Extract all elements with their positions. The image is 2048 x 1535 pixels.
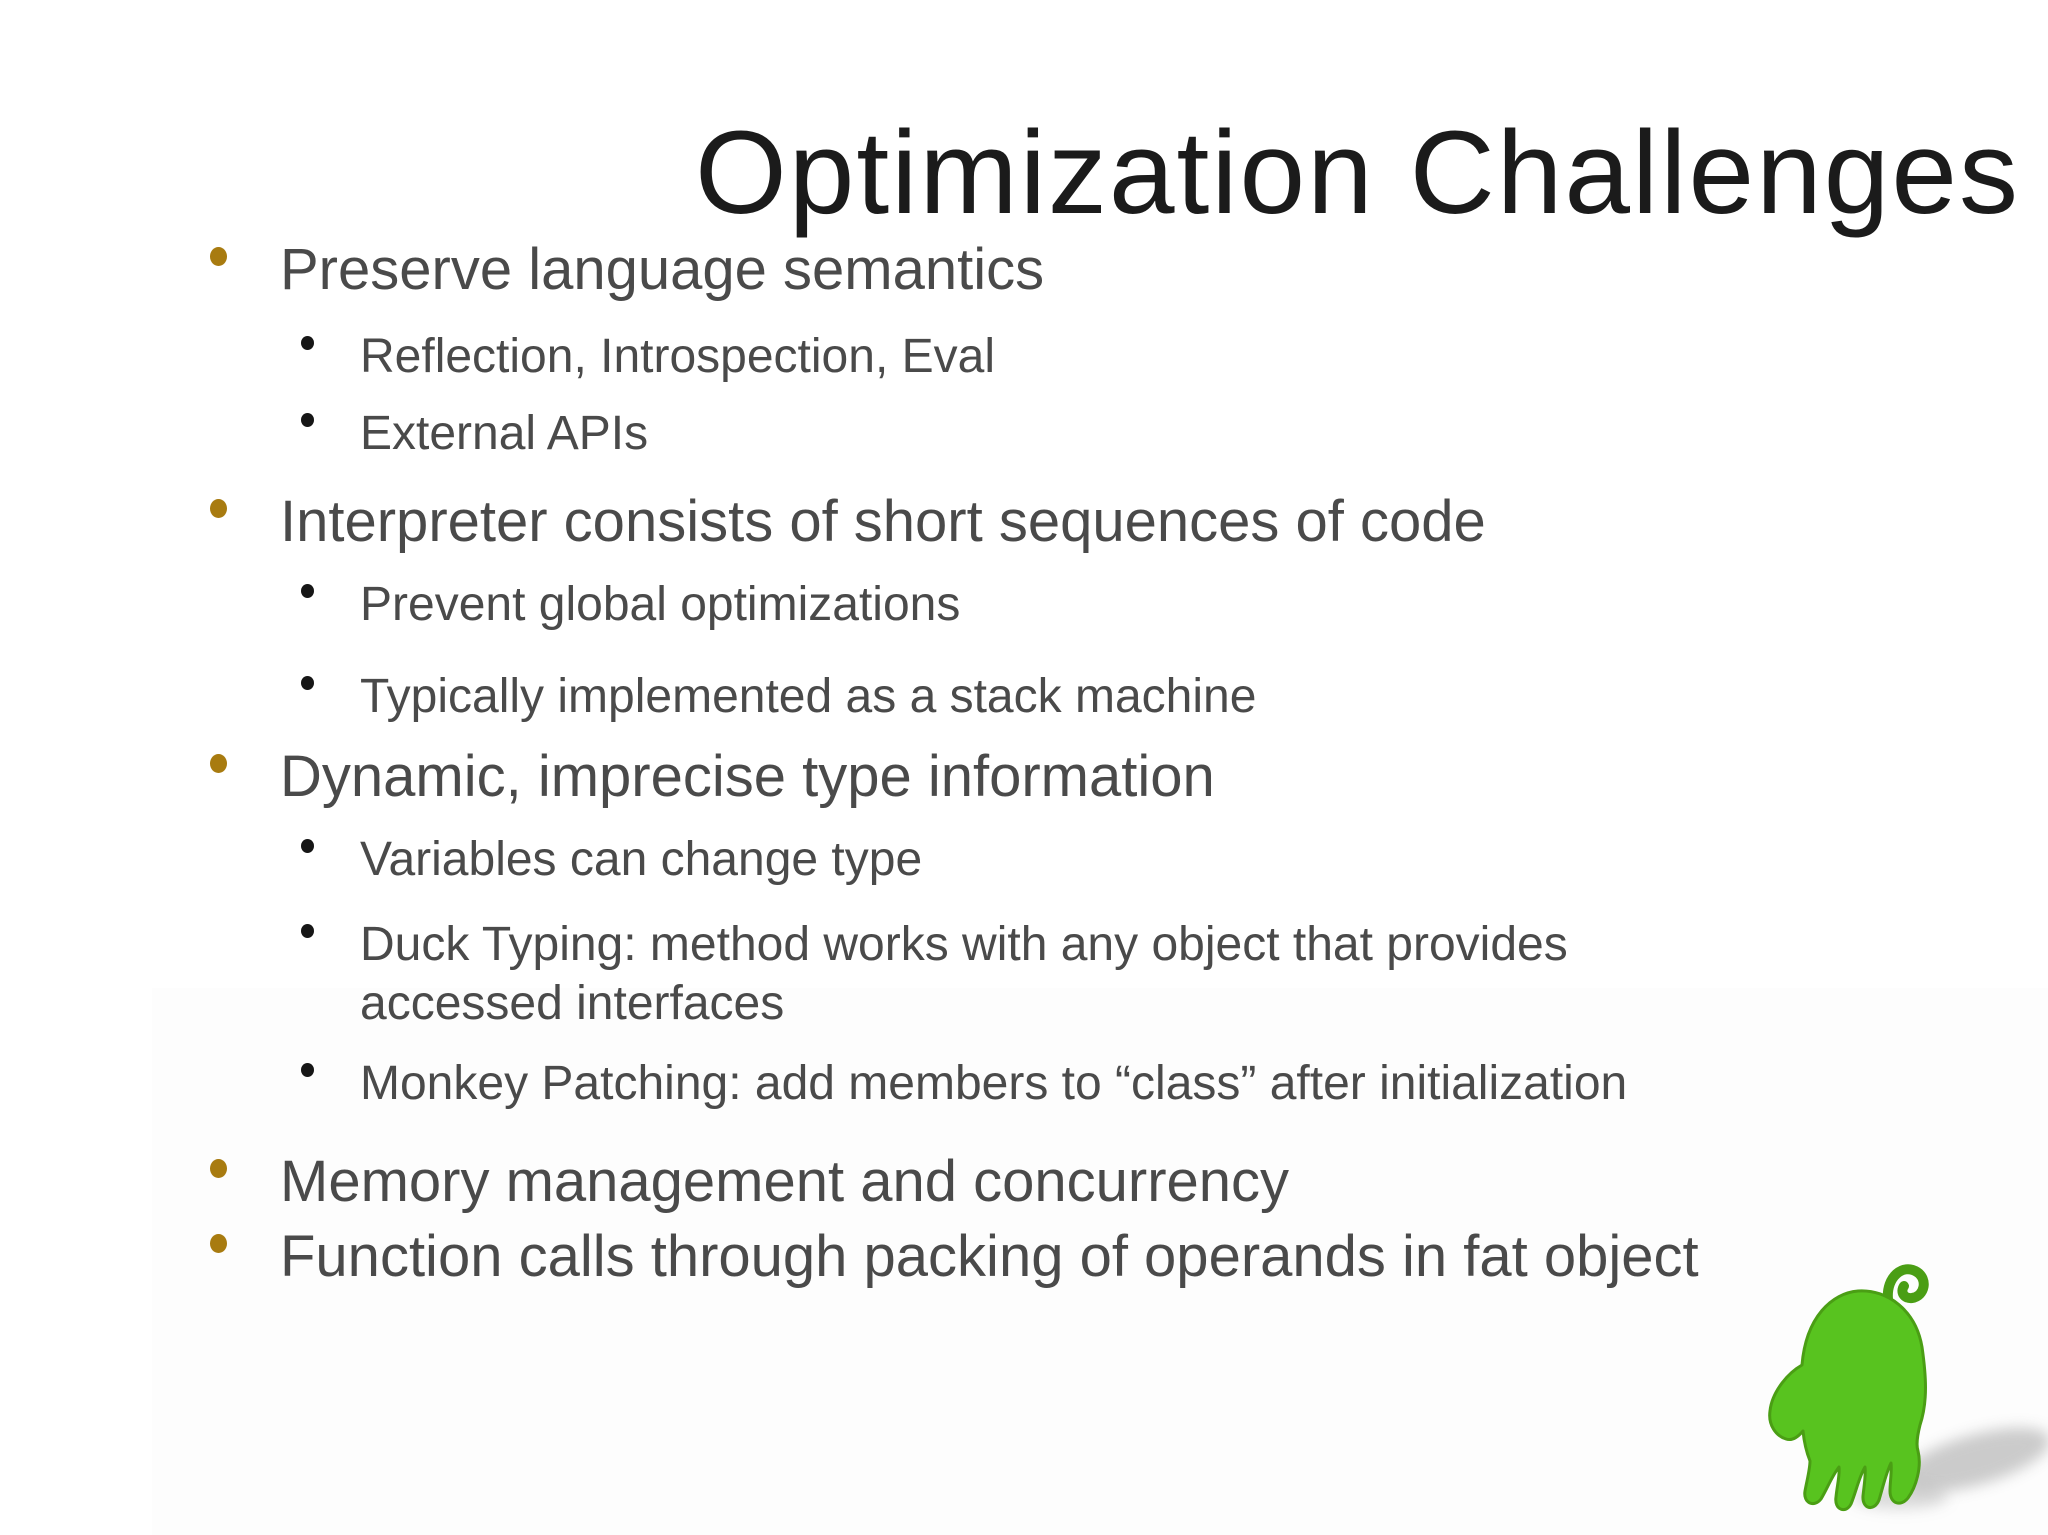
bullet-text: Memory management and concurrency — [280, 1149, 1290, 1214]
bullet-item: Interpreter consists of short sequences … — [210, 489, 1486, 556]
bullet-dot-icon — [301, 839, 314, 853]
bullet-item: Reflection, Introspection, Eval — [301, 327, 995, 386]
bullet-dot-icon — [301, 676, 314, 690]
bullet-item: Monkey Patching: add members to “class” … — [301, 1054, 1628, 1113]
bullet-text: Function calls through packing of operan… — [280, 1224, 1699, 1289]
bullet-text: Preserve language semantics — [280, 237, 1045, 302]
bullet-dot-gold-icon — [210, 1159, 227, 1178]
mascot-body — [1768, 1289, 1927, 1512]
bullet-item: Preserve language semantics — [210, 237, 1045, 304]
bullet-item: Variables can change type — [301, 830, 923, 889]
bullet-dot-icon — [301, 584, 314, 598]
bullet-dot-gold-icon — [210, 247, 227, 266]
bullet-text: Dynamic, imprecise type information — [280, 744, 1215, 809]
bullet-text: Duck Typing: method works with any objec… — [360, 918, 1568, 1030]
bullet-item: Memory management and concurrency — [210, 1149, 1290, 1216]
bullet-text: Interpreter consists of short sequences … — [280, 489, 1486, 554]
bullet-item: Dynamic, imprecise type information — [210, 744, 1215, 811]
bullet-dot-gold-icon — [210, 754, 227, 773]
bullet-item: Prevent global optimizations — [301, 575, 961, 634]
bullet-item: External APIs — [301, 404, 649, 463]
bullet-dot-icon — [301, 413, 314, 427]
bullet-text: Reflection, Introspection, Eval — [360, 330, 995, 383]
bullet-text: Monkey Patching: add members to “class” … — [360, 1057, 1628, 1110]
bullet-text: Typically implemented as a stack machine — [360, 670, 1257, 723]
bullet-text: Prevent global optimizations — [360, 578, 961, 631]
bullet-dot-gold-icon — [210, 1234, 227, 1253]
bullet-dot-icon — [301, 336, 314, 350]
green-hand-mascot-icon — [1768, 1264, 2048, 1512]
bullet-dot-icon — [301, 1063, 314, 1077]
mascot-curl — [1882, 1264, 1929, 1304]
bullet-item: Typically implemented as a stack machine — [301, 667, 1257, 726]
slide-title: Optimization Challenges — [695, 107, 2020, 240]
bullet-text: Variables can change type — [360, 833, 923, 886]
bullet-dot-icon — [301, 924, 314, 938]
bullet-item: Function calls through packing of operan… — [210, 1224, 1699, 1291]
bullet-text: External APIs — [360, 407, 649, 460]
background-band — [152, 988, 2048, 1535]
bullet-item: Duck Typing: method works with any objec… — [301, 915, 1770, 1033]
bullet-dot-gold-icon — [210, 499, 227, 518]
